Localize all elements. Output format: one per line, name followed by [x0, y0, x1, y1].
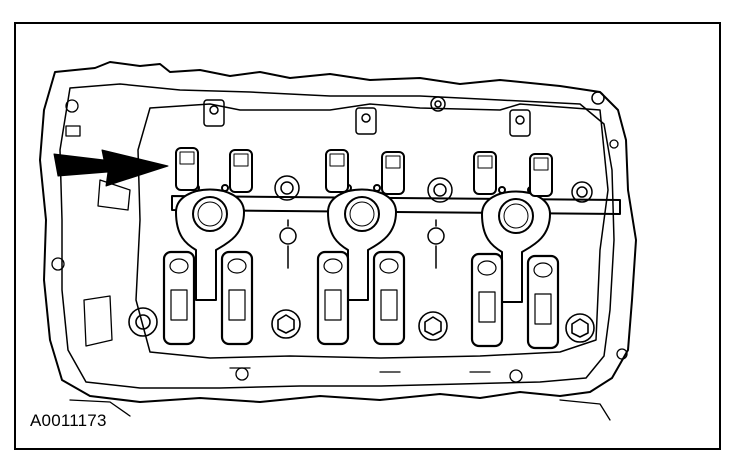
- lower-rocker-arms: [162, 250, 560, 350]
- bearing-cap-2: [327, 184, 397, 301]
- bearing-cap-1: [175, 184, 245, 301]
- top-bosses: [203, 91, 605, 137]
- cylinder-head-inner-rim: [59, 83, 615, 389]
- casting-details: [51, 99, 628, 421]
- figure-id-label: A0011173: [30, 411, 107, 430]
- bearing-cap-3: [481, 186, 551, 303]
- cylinder-head-outline: [39, 61, 637, 403]
- pointer-arrow: [53, 149, 169, 187]
- upper-rocker-arms: [175, 147, 553, 197]
- rocker-shaft-rail: [171, 195, 621, 215]
- head-bolts: [128, 307, 595, 343]
- cam-carrier-outline: [135, 103, 609, 359]
- injector-bosses: [274, 175, 593, 269]
